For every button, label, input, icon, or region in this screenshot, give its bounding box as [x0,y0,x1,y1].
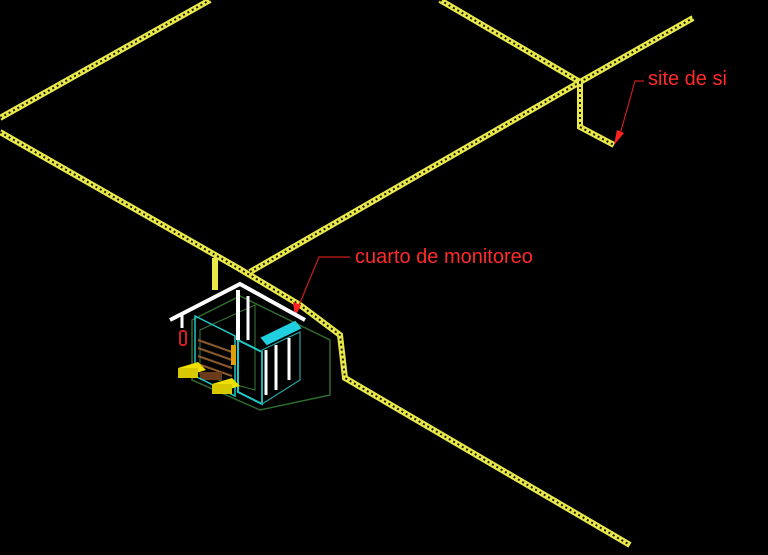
site-label: site de si [648,68,727,90]
cuarto-monitoreo-label: cuarto de monitoreo [355,246,533,268]
monitoring-room [169,281,331,411]
cable-tray-network [0,0,695,548]
leader-site [614,80,644,145]
